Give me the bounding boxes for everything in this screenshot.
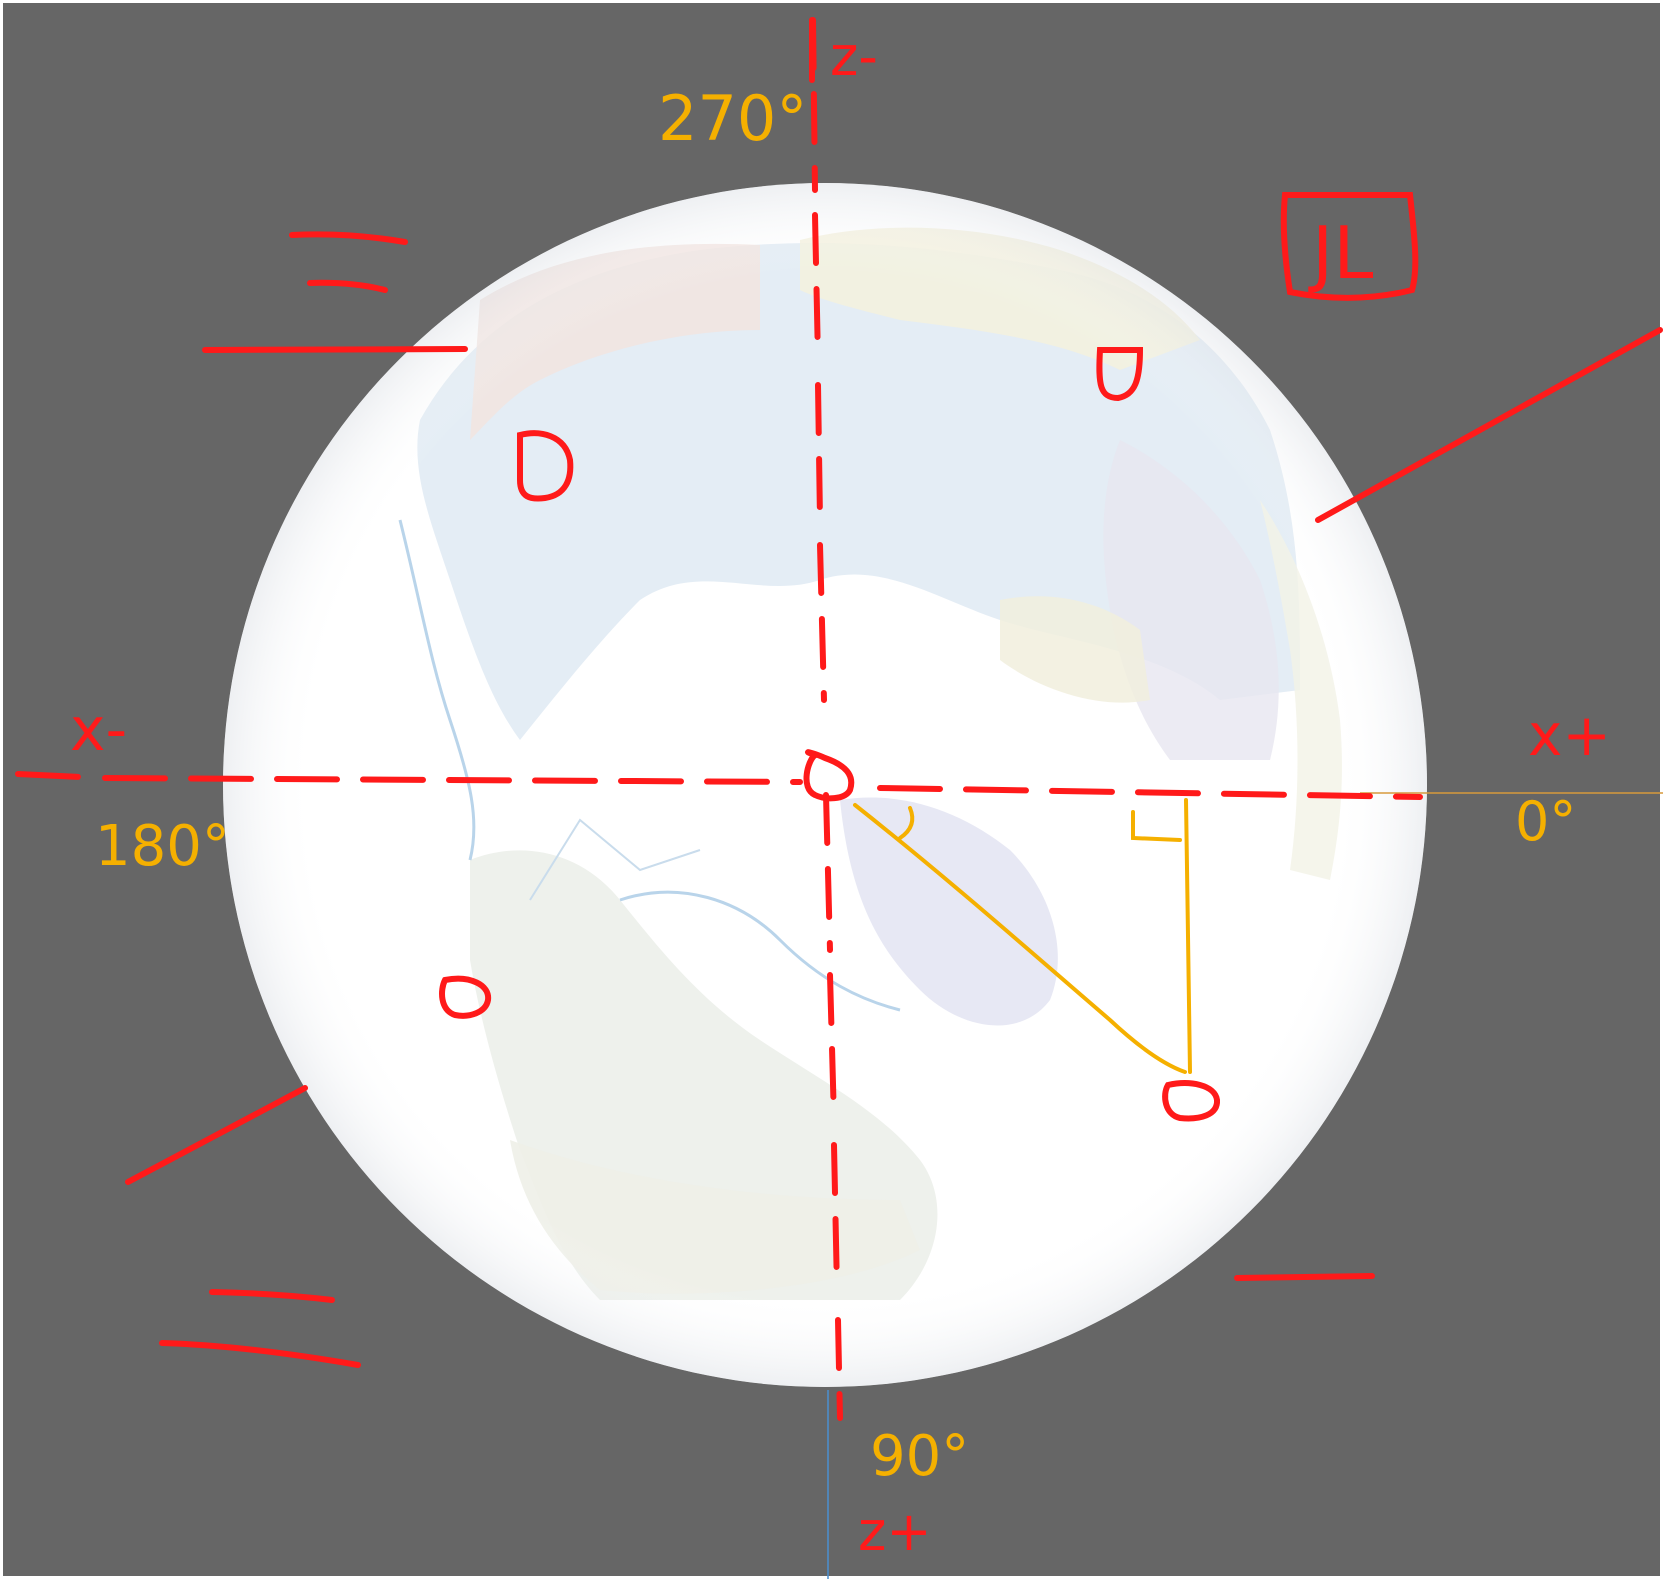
stroke-lower-right [1234, 1273, 1375, 1281]
globe-shading [223, 183, 1427, 1387]
label-boxed-mark: JL [1308, 211, 1373, 295]
label-z-minus: z- [830, 25, 878, 88]
label-90-deg: 90° [870, 1424, 969, 1489]
red-annotations [15, 17, 1663, 1421]
stroke-lower-left-1 [209, 1289, 335, 1303]
label-x-plus: x+ [1528, 701, 1611, 769]
globe-map [223, 183, 1427, 1387]
diagonal-line-upper-right [1315, 327, 1663, 523]
label-270-deg: 270° [658, 82, 807, 155]
marker-lower-right [1162, 1080, 1220, 1122]
center-marker [803, 749, 855, 802]
stroke-upper-left-1 [289, 231, 408, 245]
label-z-plus: z+ [858, 1500, 932, 1563]
orange-radius-line [853, 803, 1187, 1074]
orange-annotations [853, 798, 1192, 1074]
marker-upper-right [1096, 347, 1144, 402]
angle-arc [898, 806, 915, 840]
horizontal-dashed-axis [15, 771, 1423, 800]
right-angle-mark [1131, 810, 1182, 842]
stroke-upper-left-2 [307, 279, 388, 293]
label-180-deg: 180° [95, 814, 230, 879]
marker-upper-left [517, 430, 574, 502]
label-0-deg: 0° [1515, 790, 1576, 853]
axis-labels: z- 270° JL x- 180° x+ 0° 90° z+ [70, 25, 1611, 1563]
globe [223, 183, 1427, 1387]
boxed-mark-frame [1280, 192, 1419, 301]
vertical-dashed-axis [810, 17, 843, 1421]
stroke-upper-left-3 [202, 346, 468, 353]
marker-lower-left [439, 975, 492, 1019]
stroke-lower-left-2 [159, 1340, 361, 1368]
diagonal-line-lower-left [125, 1085, 308, 1185]
orange-vertical-line [1184, 798, 1192, 1074]
label-x-minus: x- [70, 695, 127, 765]
